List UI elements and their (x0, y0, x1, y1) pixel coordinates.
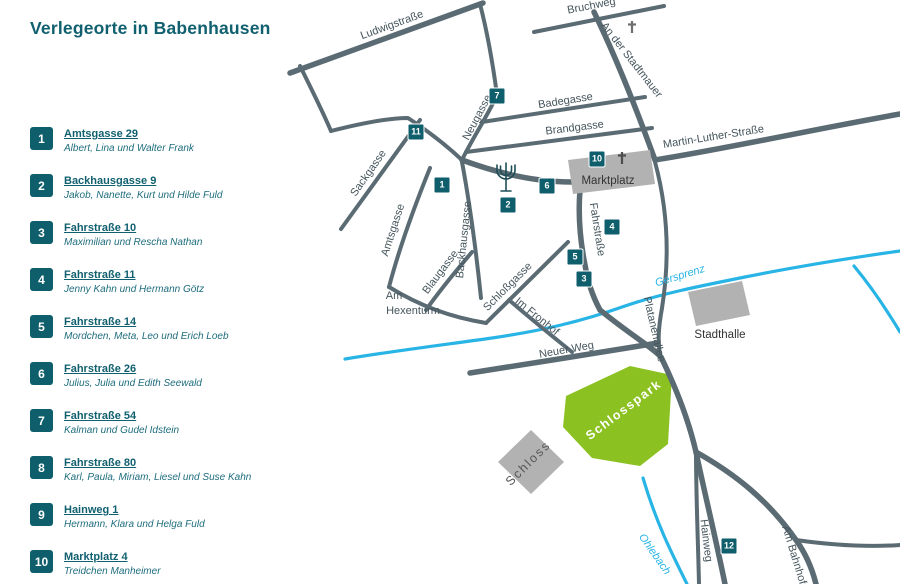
street-backhausgasse (460, 160, 483, 300)
street-north-link (478, 2, 499, 97)
street-bottom-right (794, 538, 900, 548)
street-an-der-stadtmauer (591, 9, 658, 163)
stream-ohlebach (641, 476, 689, 584)
street-hainweg (694, 450, 701, 584)
legend-item-4: 4 Fahrstraße 11 Jenny Kahn und Hermann Göt… (30, 268, 285, 295)
street-schlossgasse (484, 240, 570, 325)
street-fahrstrasse-south (576, 187, 603, 313)
map-label-bruchweg: Bruchweg (566, 0, 616, 17)
legend-names: Mordchen, Meta, Leo und Erich Loeb (64, 331, 229, 342)
street-am-hexenturm (387, 285, 488, 325)
river-gersprenz-branch (852, 264, 900, 334)
street-brandgasse (464, 126, 654, 154)
legend-item-6: 6 Fahrstraße 26 Julius, Julia und Edith Se… (30, 362, 285, 389)
map-label-amtsgasse: Amtsgasse (379, 202, 407, 257)
street-fahrstrasse-north (459, 157, 575, 185)
legend-names: Treidchen Manheimer (64, 566, 161, 577)
legend-item-10: 10 Marktplatz 4 Treidchen Manheimer (30, 550, 285, 577)
street-platanenallee (597, 307, 728, 584)
legend-item-8: 8 Fahrstraße 80 Karl, Paula, Miriam, Liese… (30, 456, 285, 483)
street-layer (287, 0, 900, 584)
street-amtsgasse (387, 166, 432, 289)
map-label-ohlebach: Ohlebach (636, 532, 673, 577)
marktplatz-area (568, 150, 655, 194)
map-label-fahrstra-e: Fahrstraße (587, 202, 607, 257)
legend-address: Fahrstraße 54 (64, 410, 137, 422)
street-blaugasse (424, 250, 474, 312)
legend-item-7: 7 Fahrstraße 54 Kalman und Gudel Idstein (30, 409, 285, 436)
water-layer (343, 249, 900, 584)
map-label-stadthalle: Stadthalle (694, 329, 745, 341)
legend-number-badge: 6 (30, 362, 53, 385)
legend-address: Fahrstraße 26 (64, 363, 137, 375)
legend-names: Julius, Julia und Edith Seewald (64, 378, 202, 389)
legend-number-badge: 4 (30, 268, 53, 291)
schlosspark-area (563, 366, 672, 466)
street-west-link (298, 64, 333, 133)
legend-address: Hainweg 1 (64, 504, 119, 516)
legend-names: Jenny Kahn und Hermann Götz (64, 284, 205, 295)
legend-number-badge: 10 (30, 550, 53, 573)
street-east-road (653, 160, 669, 357)
legend-number-badge: 3 (30, 221, 53, 244)
menorah-icon (496, 162, 516, 192)
legend-number-badge: 5 (30, 315, 53, 338)
map-label-backhausgasse: Backhausgasse (454, 200, 474, 279)
legend-address: Fahrstraße 11 (64, 269, 136, 281)
street-neuer-weg (467, 340, 661, 376)
map-label-hexenturm: Hexenturm (386, 305, 440, 317)
legend-names: Maximilian und Rescha Nathan (64, 237, 203, 248)
church-crosses (618, 21, 636, 164)
legend-number-badge: 1 (30, 127, 53, 150)
legend-number-badge: 9 (30, 503, 53, 526)
page-title: Verlegeorte in Babenhausen (30, 18, 271, 38)
street-im-fronhof (507, 298, 574, 354)
legend-names: Albert, Lina und Walter Frank (64, 143, 194, 154)
legend-address: Fahrstraße 14 (64, 316, 137, 328)
river-gersprenz (343, 249, 900, 361)
map-label-martin-luther-stra-e: Martin-Luther-Straße (662, 123, 765, 151)
street-am-bahnhof (693, 449, 819, 584)
street-west-connector (329, 116, 464, 162)
street-badegasse (480, 95, 647, 124)
schloss-building (498, 430, 564, 494)
street-ludwigstrasse (287, 0, 486, 76)
legend-item-3: 3 Fahrstraße 10 Maximilian und Rescha Nath… (30, 221, 285, 248)
legend-address: Amtsgasse 29 (64, 128, 138, 140)
legend-names: Karl, Paula, Miriam, Liesel und Suse Kah… (64, 472, 252, 483)
legend-address: Marktplatz 4 (64, 551, 128, 563)
map-label-am: Am (386, 290, 403, 302)
legend-address: Fahrstraße 10 (64, 222, 137, 234)
legend: 1 Amtsgasse 29 Albert, Lina und Walter Fra… (30, 127, 285, 584)
legend-item-5: 5 Fahrstraße 14 Mordchen, Meta, Leo und Er… (30, 315, 285, 342)
legend-item-1: 1 Amtsgasse 29 Albert, Lina und Walter Fra… (30, 127, 285, 154)
street-sackgasse (339, 118, 422, 231)
legend-number-badge: 7 (30, 409, 53, 432)
street-martin-luther-strasse (652, 111, 900, 163)
legend-names: Kalman und Gudel Idstein (64, 425, 180, 436)
legend-number-badge: 8 (30, 456, 53, 479)
stadthalle-building (688, 281, 750, 326)
legend-number-badge: 2 (30, 174, 53, 197)
map-label-hainweg: Hainweg (697, 519, 714, 563)
map-label-marktplatz: Marktplatz (581, 175, 634, 187)
church-cross-icon (618, 152, 626, 164)
legend-names: Jakob, Nanette, Kurt und Hilde Fuld (64, 190, 223, 201)
legend-item-9: 9 Hainweg 1 Hermann, Klara und Helga Fuld (30, 503, 285, 530)
legend-address: Backhausgasse 9 (64, 175, 157, 187)
legend-item-2: 2 Backhausgasse 9 Jakob, Nanette, Kurt und… (30, 174, 285, 201)
legend-names: Hermann, Klara und Helga Fuld (64, 519, 205, 530)
legend-address: Fahrstraße 80 (64, 457, 137, 469)
church-cross-icon (628, 21, 636, 33)
